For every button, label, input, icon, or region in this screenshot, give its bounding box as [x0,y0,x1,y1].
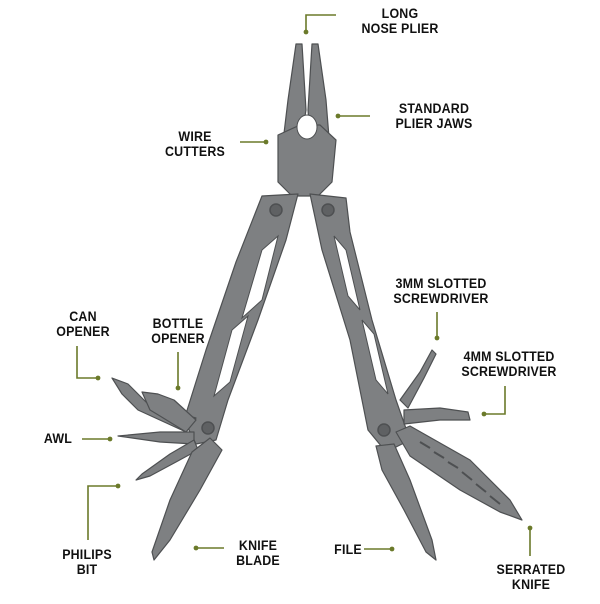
rivet-left-top [269,203,283,217]
leader-can-opener [76,346,98,379]
rivet-left-bottom [201,421,215,435]
screwdriver-3mm-tool [399,349,437,409]
leader-wire-cutters-dot [263,139,269,145]
wire-cutter-opening [296,114,318,140]
handle-left-cutout-lower [213,314,249,398]
knife-blade-tool [151,437,223,561]
leader-file-dot [389,546,395,552]
handle-right-cutout-lower [361,319,389,395]
multitool-body [111,43,523,561]
leader-4mm-slotted [484,386,506,415]
handle-right [309,193,411,453]
rivet-right-top [321,203,335,217]
leader-lines [76,14,533,556]
screwdriver-4mm-tool [403,407,471,425]
leader-philips-bit-dot [115,483,121,489]
label-awl: AWL [43,431,73,446]
file-tool [375,443,437,561]
leader-standard-plier-jaws-dot [335,113,341,119]
leader-long-nose-plier [305,14,336,32]
leader-serrated-knife-dot [527,525,533,531]
leader-long-nose-plier-dot [303,29,309,35]
bottle-opener-tool [141,391,197,433]
handle-left-cutout-upper [241,234,279,320]
leader-4mm-slotted-dot [481,411,487,417]
leader-philips-bit [87,485,118,540]
awl-tool [117,431,195,445]
leader-can-opener-dot [95,375,101,381]
handle-right-cutout-upper [333,235,361,311]
leader-bottle-opener-dot [175,385,181,391]
label-file: FILE [334,542,362,557]
leader-knife-blade-dot [193,545,199,551]
rivet-right-bottom [377,423,391,437]
serrated-knife-teeth [419,441,501,505]
leader-awl-dot [107,436,113,442]
leader-3mm-slotted-dot [434,335,440,341]
